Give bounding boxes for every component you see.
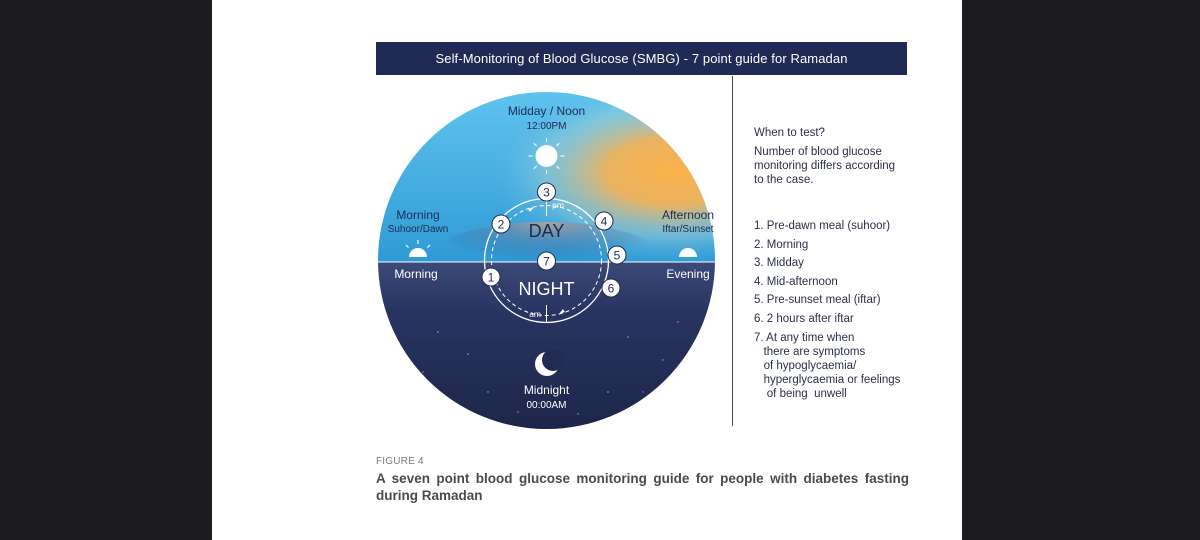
- afternoon-label: Afternoon: [662, 208, 714, 222]
- when-to-test-intro: Number of blood glucose monitoring diffe…: [754, 145, 944, 187]
- midnight-label: Midnight: [524, 383, 570, 397]
- svg-text:2: 2: [498, 218, 505, 232]
- suhoor-dawn-label: Suhoor/Dawn: [388, 224, 449, 235]
- when-to-test-heading: When to test?: [754, 126, 944, 140]
- morning-lower-label: Morning: [394, 267, 437, 281]
- svg-text:3: 3: [543, 186, 550, 200]
- list-item: 2. Morning: [754, 238, 954, 252]
- pm-label: pm: [552, 200, 564, 210]
- list-item: 5. Pre-sunset meal (iftar): [754, 293, 954, 307]
- list-item: 1. Pre-dawn meal (suhoor): [754, 219, 954, 233]
- svg-text:5: 5: [614, 249, 621, 263]
- point-6-marker: 6: [602, 279, 620, 297]
- list-item: 3. Midday: [754, 256, 954, 270]
- point-2-marker: 2: [492, 215, 510, 233]
- night-label: NIGHT: [519, 279, 575, 299]
- document-page: Self-Monitoring of Blood Glucose (SMBG) …: [212, 0, 962, 540]
- am-label: am: [529, 309, 541, 319]
- list-item: 7. At any time when there are symptoms o…: [754, 331, 954, 401]
- point-1-marker: 1: [482, 268, 500, 286]
- evening-label: Evening: [666, 267, 709, 281]
- vertical-divider: [732, 76, 733, 426]
- point-3-marker: 3: [538, 183, 556, 201]
- figure-caption: A seven point blood glucose monitoring g…: [376, 470, 909, 504]
- morning-dawn-label: Morning: [396, 208, 439, 222]
- day-label: DAY: [529, 221, 565, 241]
- monitoring-steps-list: 1. Pre-dawn meal (suhoor) 2. Morning 3. …: [754, 219, 954, 405]
- list-item: 6. 2 hours after iftar: [754, 312, 954, 326]
- diagram-title-bar: Self-Monitoring of Blood Glucose (SMBG) …: [376, 42, 907, 75]
- svg-text:1: 1: [488, 271, 495, 285]
- list-item: 4. Mid-afternoon: [754, 275, 954, 289]
- midnight-time: 00:00AM: [526, 400, 566, 411]
- svg-text:6: 6: [608, 282, 615, 296]
- diagram-title: Self-Monitoring of Blood Glucose (SMBG) …: [435, 51, 847, 66]
- midday-label: Midday / Noon: [508, 104, 585, 118]
- when-to-test-section: When to test? Number of blood glucose mo…: [754, 126, 944, 187]
- point-4-marker: 4: [595, 212, 613, 230]
- midday-time: 12:00PM: [526, 121, 566, 132]
- iftar-sunset-label: Iftar/Sunset: [662, 224, 713, 235]
- point-7-marker: 7: [538, 252, 556, 270]
- point-5-marker: 5: [608, 246, 626, 264]
- day-night-clock-diagram: Midday / Noon 12:00PM Morning Suhoor/Daw…: [378, 92, 715, 429]
- figure-label: FIGURE 4: [376, 456, 424, 467]
- svg-text:4: 4: [601, 215, 608, 229]
- svg-text:7: 7: [543, 255, 550, 269]
